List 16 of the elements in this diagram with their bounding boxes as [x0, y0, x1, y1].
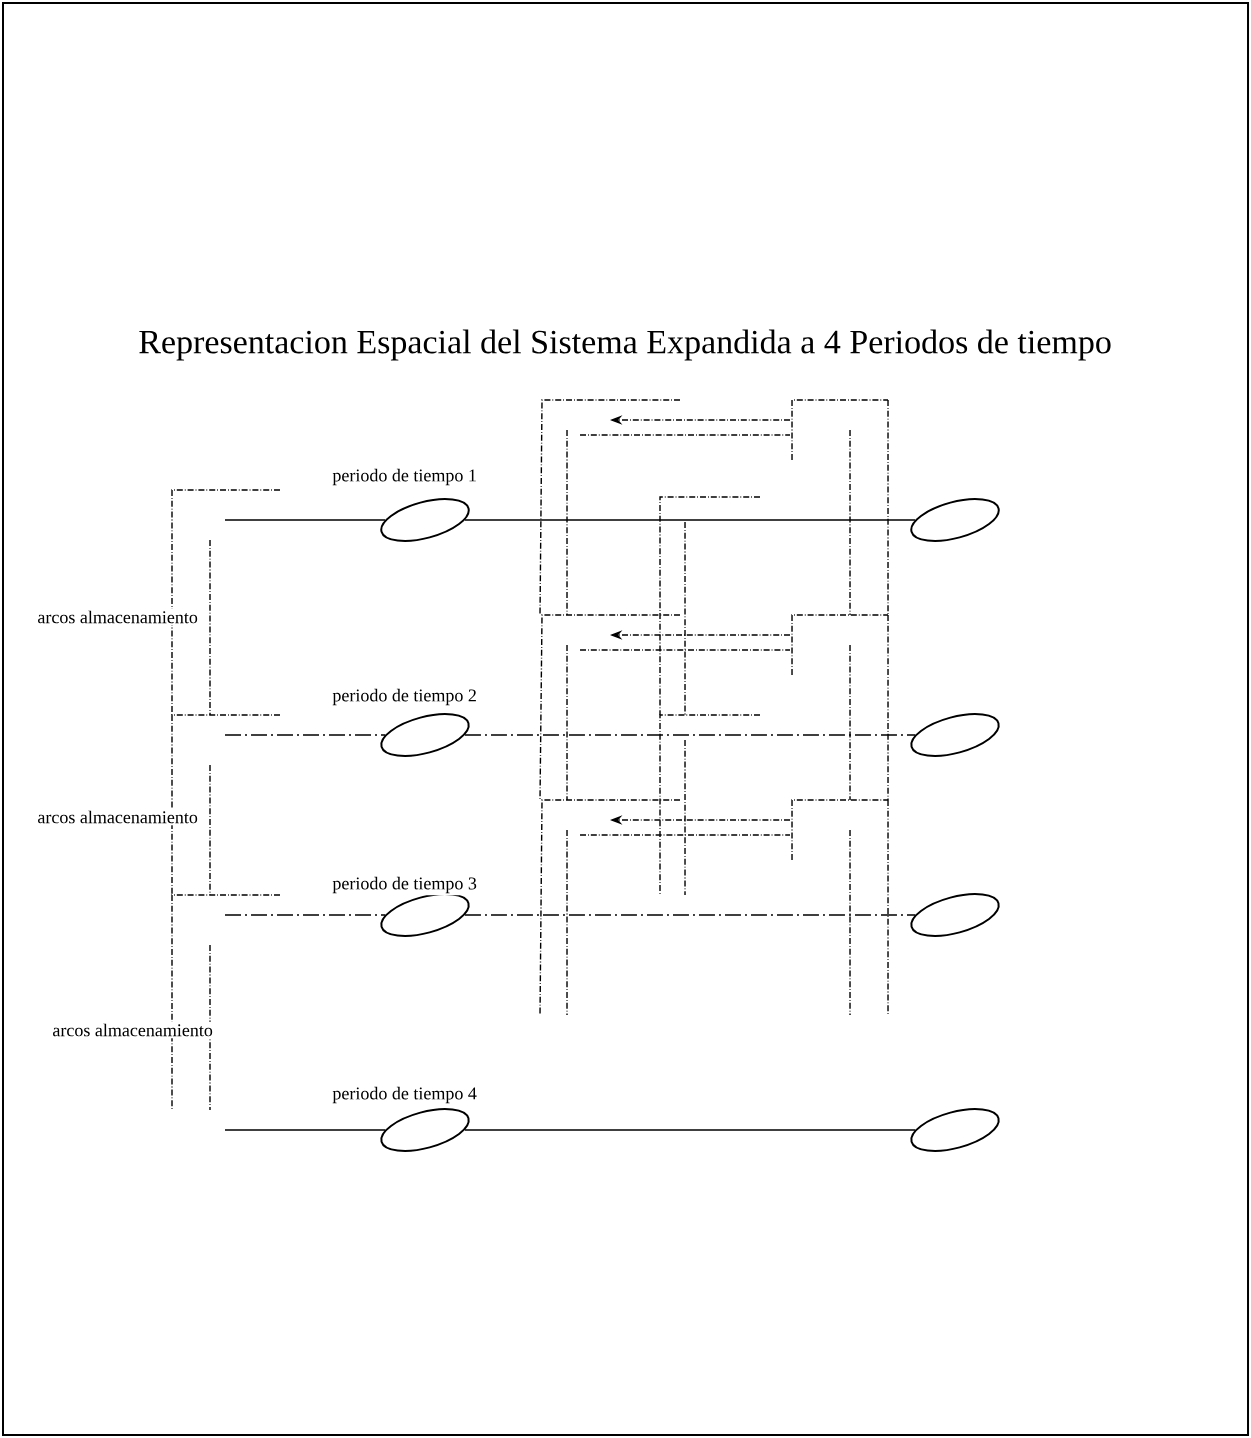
storage-label: arcos almacenamiento	[35, 808, 200, 826]
period-label: periodo de tiempo 4	[330, 1084, 479, 1106]
connector-line	[224, 1129, 386, 1131]
connector-line	[224, 519, 386, 521]
connector-line	[464, 519, 916, 521]
connector-line	[464, 914, 916, 916]
period-label: periodo de tiempo 2	[330, 686, 479, 708]
connector-line	[224, 914, 386, 916]
title: Representacion Espacial del Sistema Expandida a 4 Periodos de tiempo	[139, 329, 1111, 361]
connector-line	[224, 734, 386, 736]
storage-label: arcos almacenamiento	[35, 608, 200, 626]
period-label: periodo de tiempo 3	[330, 874, 479, 896]
connector-line	[464, 1129, 916, 1131]
storage-label: arcos almacenamiento	[50, 1021, 215, 1039]
period-label: periodo de tiempo 1	[330, 466, 479, 488]
connector-line	[464, 734, 916, 736]
